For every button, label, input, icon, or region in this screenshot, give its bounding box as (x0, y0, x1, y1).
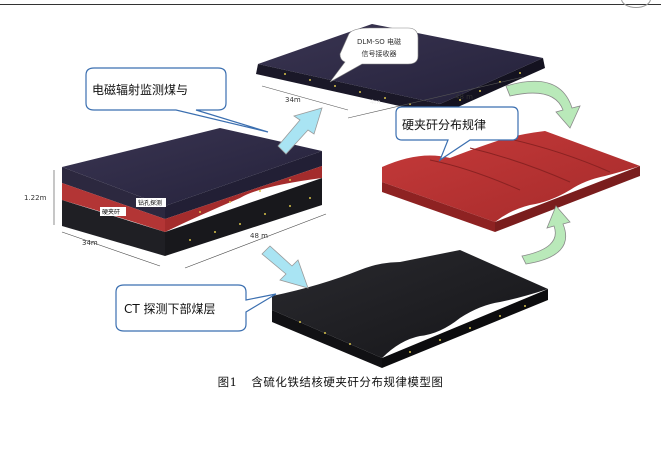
em-monitor-label: 电磁辐射监测煤与 (92, 82, 188, 97)
curved-arrow-top (505, 80, 581, 129)
figure-title: 含硫化铁结核硬夹矸分布规律模型图 (251, 375, 444, 389)
ct-detect-label: CT 探测下部煤层 (124, 301, 216, 316)
instrument-text-2: 信号接收器 (362, 49, 397, 58)
curved-arrow-bottom (521, 205, 571, 265)
top-slab: DLM-SO 电磁 信号接收器 34m 48 m 4m (256, 24, 545, 119)
header-rule (0, 4, 661, 5)
dim-34m-top: 34m (285, 96, 301, 104)
dim-34m-left: 34m (82, 239, 98, 247)
instrument-text-1: DLM-SO 电磁 (357, 37, 401, 46)
hard-label: 硬夹矸 (102, 208, 120, 216)
dim-48m-left: 48 m (250, 232, 268, 240)
callout-ct: CT 探测下部煤层 (115, 284, 277, 332)
callout-em-monitor: 电磁辐射监测煤与 (85, 67, 269, 133)
drill-label: 钻孔探测 (138, 199, 162, 207)
figure-caption: 图1 含硫化铁结核硬夹矸分布规律模型图 (0, 374, 661, 390)
figure-number: 图1 (217, 375, 238, 389)
left-model: 钻孔探测 硬夹矸 1.22m 34m 48 m (24, 128, 327, 269)
dim-4m: 4m (370, 98, 380, 106)
dim-48m-top: 48 m (455, 93, 473, 101)
hard-band-label: 硬夹矸分布规律 (402, 117, 486, 132)
dim-1-22m: 1.22m (24, 194, 47, 202)
arrow-down-right (261, 245, 309, 289)
hard-band-slab (382, 131, 640, 232)
arrow-up-right (277, 107, 323, 155)
callout-hard-band: 硬夹矸分布规律 (395, 106, 519, 162)
lower-coal-slab (272, 250, 548, 368)
